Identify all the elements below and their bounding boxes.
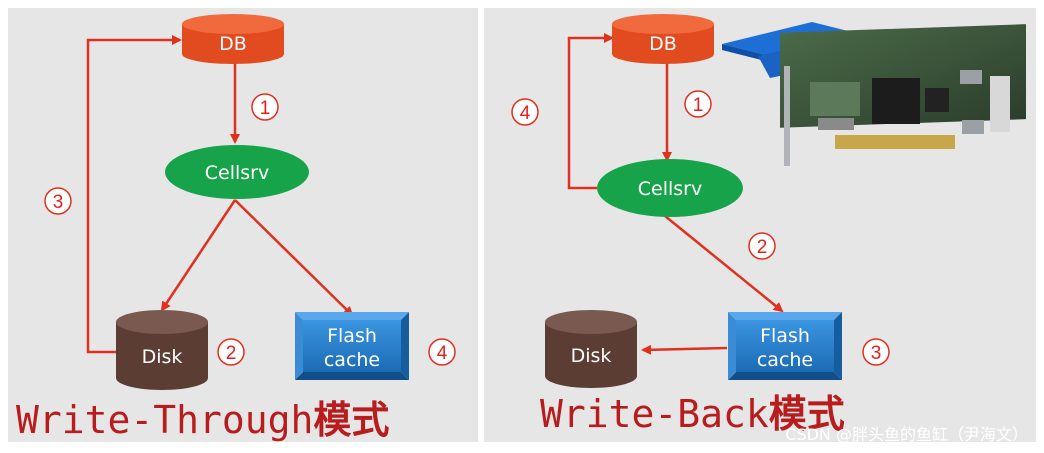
left-flash-label-line1: Flash xyxy=(327,325,377,347)
left-step-1: 1 xyxy=(260,98,271,119)
left-arrow-cellsrv-to-disk xyxy=(160,199,237,312)
left-db-label: DB xyxy=(219,33,247,55)
left-arrow-disk-to-db xyxy=(86,35,182,354)
right-step-2: 2 xyxy=(757,237,768,258)
left-step-4: 4 xyxy=(437,343,448,364)
left-flash-cache: Flash cache xyxy=(295,312,409,380)
left-cellsrv-label: Cellsrv xyxy=(205,162,269,184)
left-disk-cylinder: Disk xyxy=(116,310,208,390)
right-step-3: 3 xyxy=(871,343,882,364)
right-arrow-flash-to-disk xyxy=(641,344,728,355)
left-step-3: 3 xyxy=(53,192,64,213)
right-arrow-cellsrv-to-db xyxy=(567,33,614,190)
right-flash-label-line1: Flash xyxy=(760,325,810,347)
left-step-2: 2 xyxy=(226,343,237,364)
raid-card-image xyxy=(780,24,1026,166)
left-cellsrv-node: Cellsrv xyxy=(165,145,309,199)
right-flash-cache: Flash cache xyxy=(728,312,842,380)
watermark: CSDN @胖头鱼的鱼缸（尹海文） xyxy=(785,425,1028,444)
right-title-cn: 模式 xyxy=(769,392,845,436)
left-step-markers xyxy=(44,93,456,366)
right-flash-label-line2: cache xyxy=(757,349,813,371)
left-db-cylinder: DB xyxy=(182,14,284,64)
right-step-markers xyxy=(511,90,890,366)
right-cellsrv-label: Cellsrv xyxy=(638,178,702,200)
right-arrow-cellsrv-to-flash xyxy=(664,215,784,313)
left-title: Write-Through模式 xyxy=(16,398,389,442)
right-step-1: 1 xyxy=(693,95,704,116)
right-cellsrv-node: Cellsrv xyxy=(597,159,743,217)
left-title-en: Write-Through xyxy=(16,398,313,442)
left-arrows xyxy=(86,35,354,354)
right-arrows xyxy=(567,33,784,355)
right-title: Write-Back模式 xyxy=(540,392,845,436)
right-db-cylinder: DB xyxy=(612,14,714,64)
right-disk-label: Disk xyxy=(571,345,612,367)
right-disk-cylinder: Disk xyxy=(545,310,637,388)
left-disk-label: Disk xyxy=(142,346,183,368)
right-title-en: Write-Back xyxy=(540,392,769,436)
left-flash-label-line2: cache xyxy=(324,349,380,371)
right-db-label: DB xyxy=(649,33,677,55)
left-title-cn: 模式 xyxy=(313,398,389,442)
right-step-4: 4 xyxy=(520,103,531,124)
left-arrow-cellsrv-to-flash xyxy=(234,199,354,317)
